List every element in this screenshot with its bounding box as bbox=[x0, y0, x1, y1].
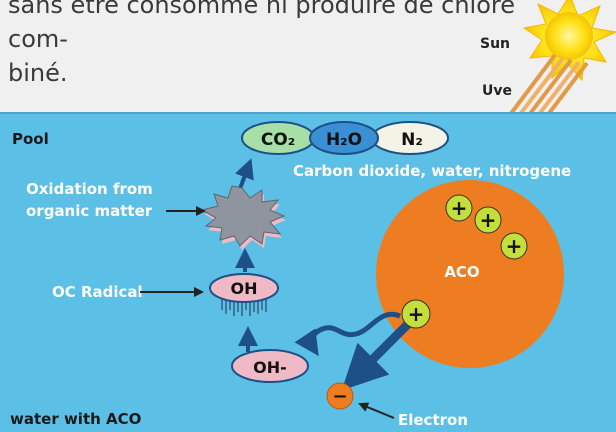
sun-icon bbox=[522, 0, 616, 82]
pool-title: Pool bbox=[12, 130, 49, 148]
svg-text:+: + bbox=[408, 302, 425, 326]
product-co2: CO₂ bbox=[241, 121, 315, 155]
arrow-wave-to-ohminus bbox=[294, 311, 401, 357]
svg-text:−: − bbox=[332, 386, 347, 407]
organic-matter-burst-icon bbox=[200, 185, 286, 250]
plus-charge: + bbox=[474, 206, 502, 234]
oc-radical-label: OC Radical bbox=[52, 283, 143, 301]
uv-label: Uve bbox=[482, 83, 512, 99]
electron-label: Electron bbox=[398, 411, 468, 429]
intro-paragraph: sans être consommé ni produire de chlore… bbox=[8, 0, 568, 90]
products-caption: Carbon dioxide, water, nitrogene bbox=[293, 162, 571, 180]
oh-minus-label: OH- bbox=[253, 358, 287, 377]
electron-charge: − bbox=[326, 382, 354, 410]
svg-text:+: + bbox=[451, 196, 468, 220]
oxidation-label-line2: organic matter bbox=[26, 202, 153, 220]
arrow-electron-pointer bbox=[358, 402, 395, 419]
intro-line-2: biné. bbox=[8, 59, 68, 87]
product-n2: N₂ bbox=[371, 121, 449, 155]
oh-radical: OH bbox=[209, 273, 279, 316]
product-co2-label: CO₂ bbox=[261, 130, 295, 150]
intro-line-1: sans être consommé ni produire de chlore… bbox=[8, 0, 515, 53]
product-n2-label: N₂ bbox=[401, 130, 423, 150]
product-h2o: H₂O bbox=[309, 121, 379, 155]
sun-label: Sun bbox=[480, 36, 510, 52]
oh-label: OH bbox=[231, 279, 258, 298]
svg-text:+: + bbox=[506, 234, 523, 258]
arrow-to-electron bbox=[341, 318, 414, 391]
product-h2o-label: H₂O bbox=[326, 130, 362, 150]
pool-footer: water with ACO bbox=[10, 410, 141, 428]
oh-minus: OH- bbox=[231, 349, 309, 383]
svg-text:+: + bbox=[480, 208, 497, 232]
plus-charge: + bbox=[445, 194, 473, 222]
plus-charge: + bbox=[500, 232, 528, 260]
oxidation-label-line1: Oxidation from bbox=[26, 180, 153, 198]
aco-label: ACO bbox=[444, 263, 479, 281]
plus-charge-surface: + bbox=[401, 299, 431, 329]
